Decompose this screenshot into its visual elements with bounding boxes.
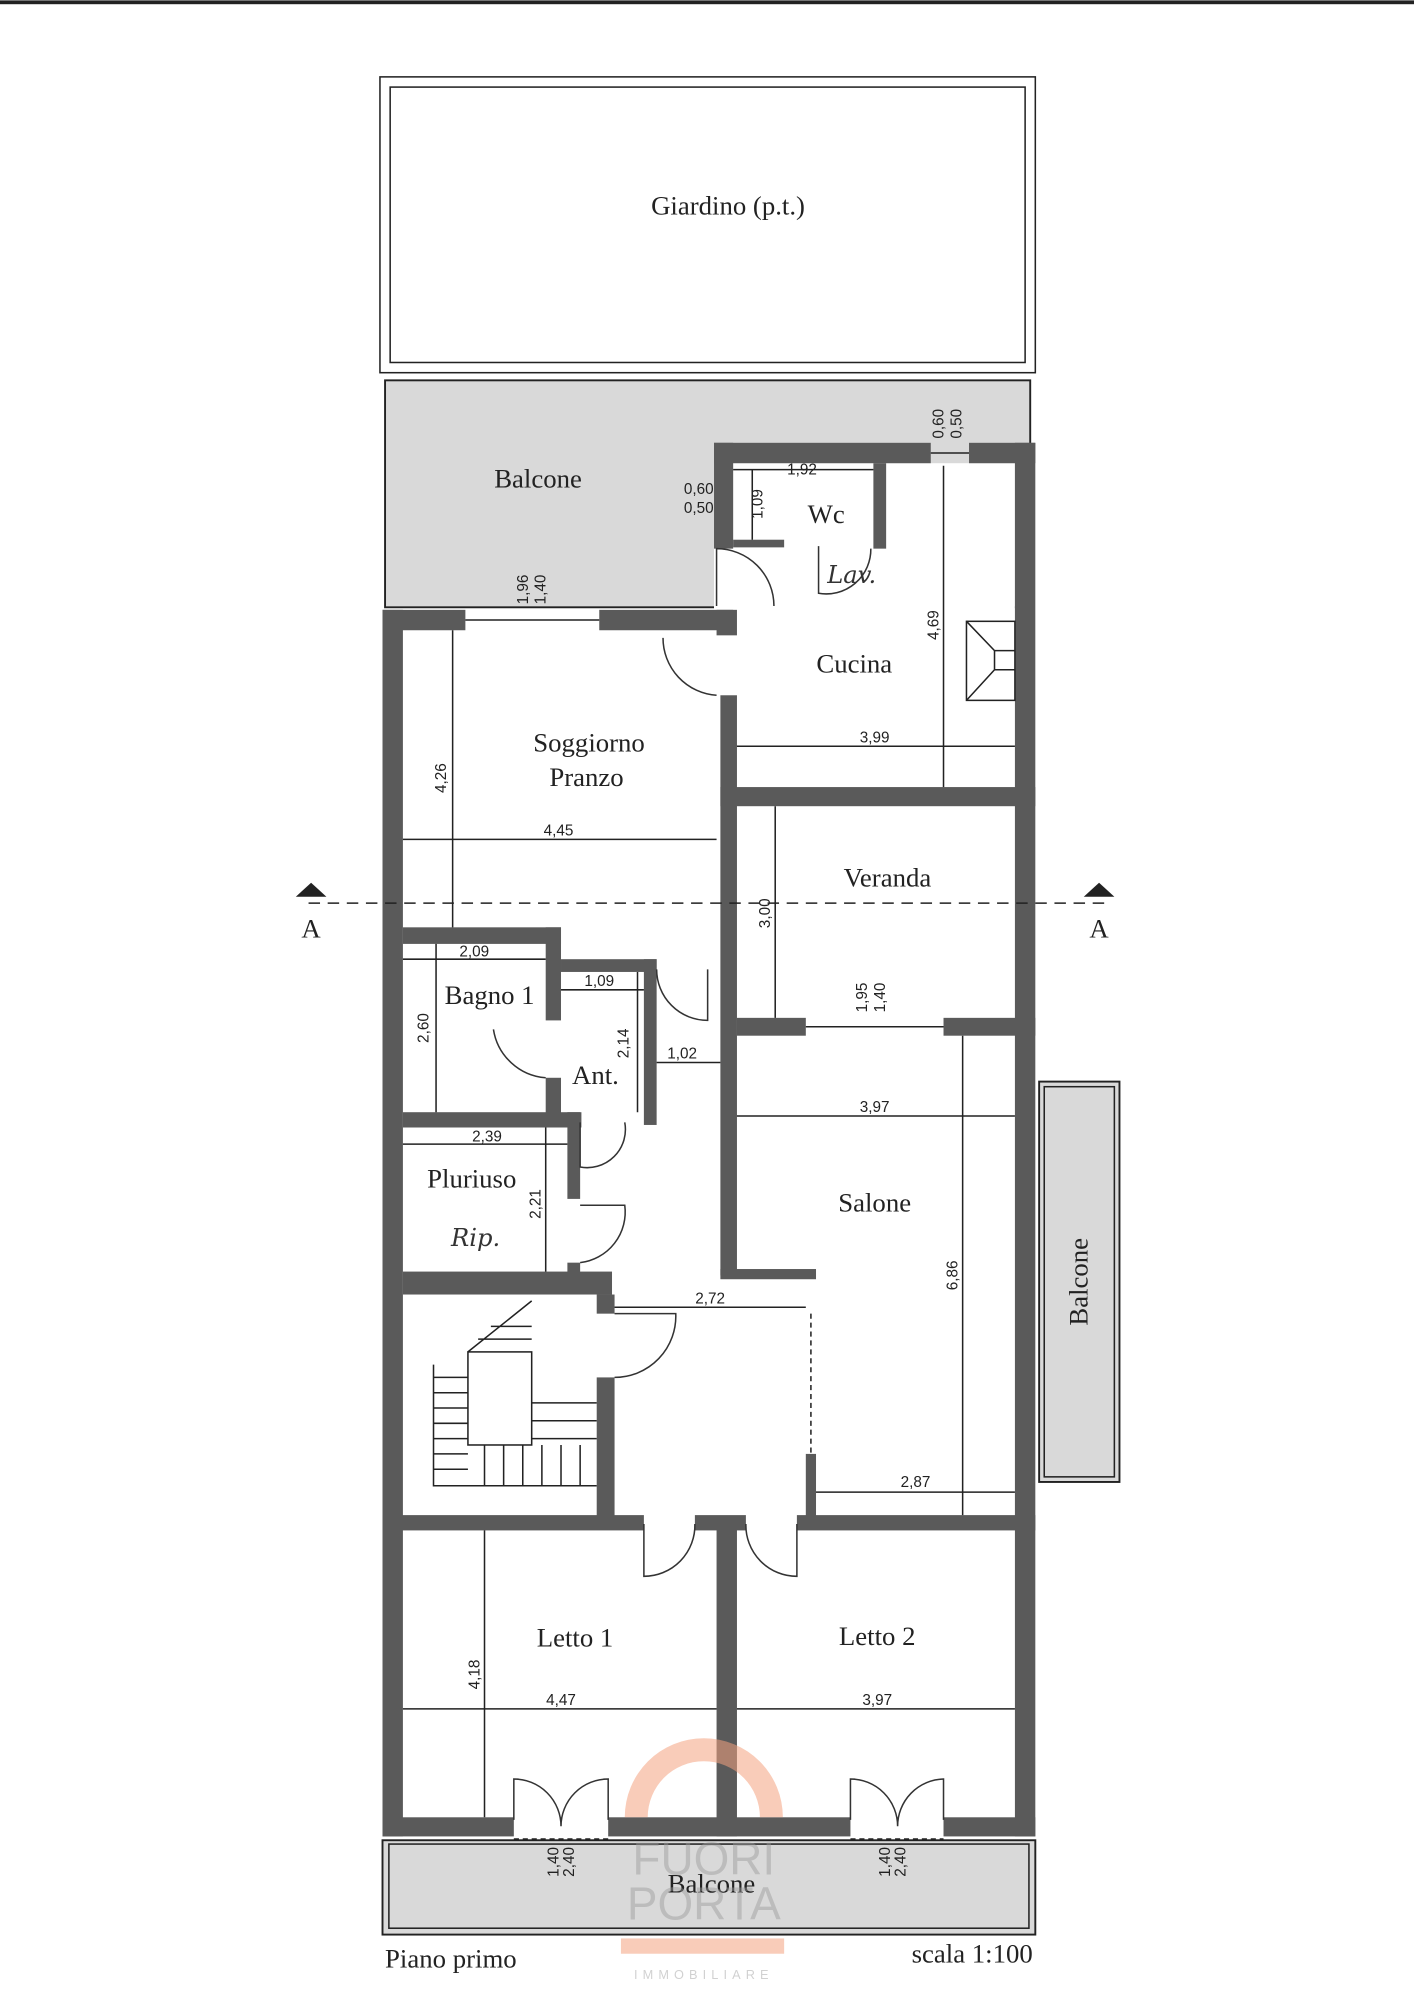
room-label-ant: Ant.: [572, 1060, 619, 1090]
dim-label: 2,21: [528, 1189, 545, 1219]
room-label-salone: Salone: [838, 1188, 911, 1218]
svg-text:IMMOBILIARE: IMMOBILIARE: [634, 1967, 774, 1982]
dimension-lines: [308, 465, 1110, 1818]
svg-text:FUORI: FUORI: [632, 1833, 775, 1885]
dim-label: 0,50: [948, 409, 965, 439]
windows: [465, 452, 970, 1840]
dim-label: 3,97: [860, 1099, 890, 1116]
room-label-cucina: Cucina: [816, 648, 892, 678]
dim-label: 2,40: [892, 1847, 909, 1877]
room-label-bagno: Bagno 1: [445, 980, 535, 1010]
dim-label: 2,72: [695, 1290, 725, 1307]
room-label-letto2: Letto 2: [839, 1621, 916, 1651]
dim-label: 2,39: [472, 1129, 502, 1146]
dim-label: 2,87: [901, 1474, 931, 1491]
chimney-icon: [965, 620, 1016, 702]
dim-label: 1,92: [787, 462, 817, 479]
svg-text:A: A: [1089, 914, 1109, 944]
dim-label: 4,45: [544, 823, 574, 840]
room-label-wc: Wc: [808, 499, 845, 529]
room-label-balcone-right: Balcone: [1064, 1238, 1094, 1326]
dim-label: 4,69: [925, 610, 942, 640]
dim-label: 3,97: [862, 1692, 892, 1709]
handwritten-lav: Lav.: [826, 561, 876, 589]
dim-label: 3,00: [757, 898, 774, 928]
dim-label: 4,47: [546, 1692, 576, 1709]
walls: [382, 442, 1036, 1837]
dim-label: 1,40: [872, 983, 889, 1013]
dim-label: 2,09: [459, 944, 489, 961]
staircase: [432, 1300, 597, 1487]
dim-label: 1,40: [545, 1847, 562, 1877]
room-label-veranda: Veranda: [844, 863, 932, 893]
dim-label: 1,09: [584, 973, 614, 990]
dim-label: 1,95: [854, 983, 871, 1013]
handwritten-rip: Rip.: [450, 1224, 500, 1252]
dim-label: 4,18: [466, 1660, 483, 1690]
dim-label: 1,09: [749, 489, 766, 519]
dim-label: 2,60: [415, 1013, 432, 1043]
room-label-pranzo: Pranzo: [549, 762, 623, 792]
doors: [492, 546, 945, 1827]
svg-text:PORTA: PORTA: [627, 1877, 781, 1929]
balcony-bottom: [381, 1839, 1037, 1936]
dim-label: 0,50: [684, 500, 714, 517]
dim-label: 3,99: [860, 729, 890, 746]
dim-label: 0,60: [684, 481, 714, 498]
garden-area: [379, 76, 1037, 374]
section-marker-left: A: [295, 882, 327, 944]
room-label-giardino: Giardino (p.t.): [651, 191, 805, 221]
room-label-letto1: Letto 1: [537, 1622, 614, 1652]
section-marker-right: A: [1083, 882, 1115, 944]
dim-label: 0,60: [931, 409, 948, 439]
dim-label: 1,96: [515, 575, 532, 605]
svg-text:A: A: [301, 914, 321, 944]
dim-label: 2,40: [561, 1847, 578, 1877]
scan-edge: [0, 0, 1414, 5]
floor-label: Piano primo: [385, 1944, 517, 1974]
dim-label: 6,86: [945, 1261, 962, 1291]
dim-label: 4,26: [433, 763, 450, 793]
room-label-pluriuso: Pluriuso: [427, 1163, 516, 1193]
dim-label: 1,02: [667, 1046, 697, 1063]
dim-label: 1,40: [533, 575, 550, 605]
watermark-logo: FUORI PORTA IMMOBILIARE: [620, 1738, 785, 1982]
dim-label: 2,14: [616, 1028, 633, 1058]
scale-label: scala 1:100: [912, 1939, 1033, 1969]
room-label-balcone-bottom: Balcone: [668, 1869, 756, 1899]
dim-label: 1,40: [877, 1847, 894, 1877]
balcony-right: [1038, 1080, 1121, 1483]
room-label-balcone-top: Balcone: [494, 463, 582, 493]
room-label-soggiorno: Soggiorno: [533, 727, 645, 757]
